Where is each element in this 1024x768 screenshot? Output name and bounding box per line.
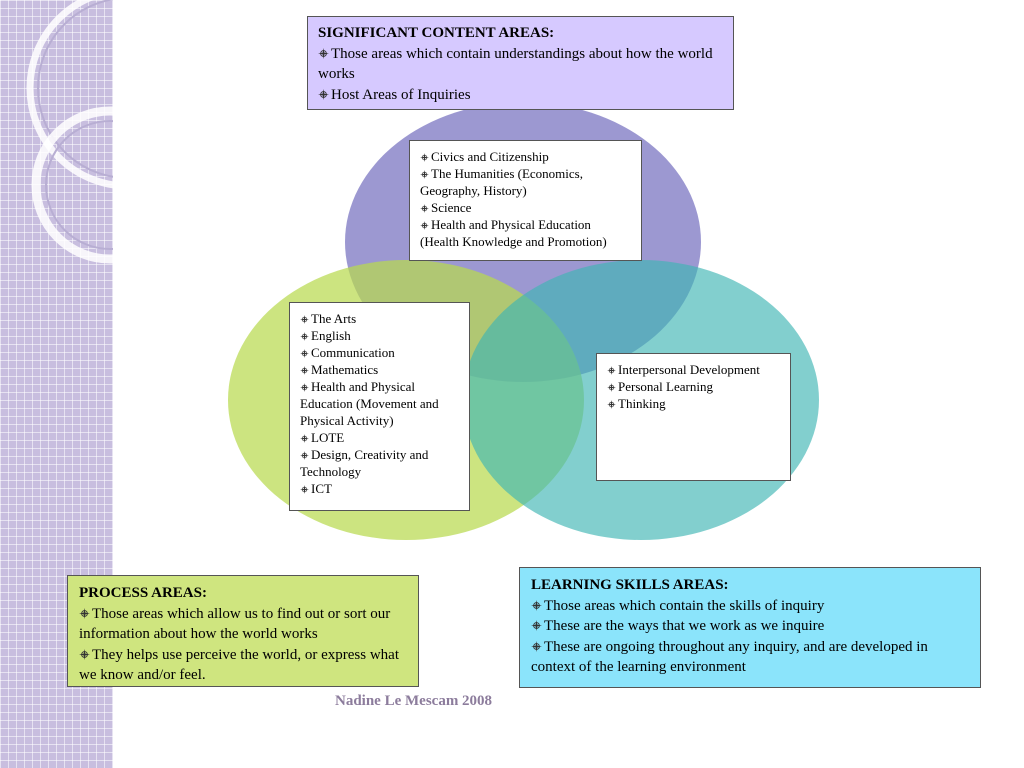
list-item-text: Those areas which allow us to find out o… — [79, 605, 391, 643]
list-item-text: Science — [431, 200, 472, 215]
list-item-text: These are ongoing throughout any inquiry… — [531, 638, 928, 676]
list-item-text: The Arts — [311, 311, 357, 326]
compass-star-icon — [300, 328, 309, 341]
decorative-rings — [26, 0, 113, 264]
list-item: Those areas which contain the skills of … — [531, 596, 969, 617]
list-item-text: Those areas which contain understandings… — [318, 45, 713, 83]
list-item: ICT — [300, 480, 459, 497]
list-item: LOTE — [300, 429, 459, 446]
compass-star-icon — [420, 200, 429, 213]
compass-star-icon — [300, 481, 309, 494]
significant-content-box: SIGNIFICANT CONTENT AREAS: Those areas w… — [307, 16, 734, 110]
compass-star-icon — [79, 646, 90, 660]
list-item: These are ongoing throughout any inquiry… — [531, 637, 969, 678]
significant-list: Those areas which contain understandings… — [318, 44, 723, 106]
list-item-text: Civics and Citizenship — [431, 149, 549, 164]
decorative-sidebar — [0, 0, 113, 768]
list-item-text: Thinking — [618, 396, 666, 411]
list-item-text: ICT — [311, 481, 332, 496]
learning-title: LEARNING SKILLS AREAS: — [531, 577, 729, 593]
list-item: Those areas which allow us to find out o… — [79, 604, 407, 645]
compass-star-icon — [607, 379, 616, 392]
compass-star-icon — [420, 149, 429, 162]
compass-star-icon — [318, 45, 329, 59]
list-item-text: Interpersonal Development — [618, 362, 760, 377]
list-item: Design, Creativity and Technology — [300, 446, 459, 480]
list-item: Those areas which contain understandings… — [318, 44, 723, 85]
list-item-text: LOTE — [311, 430, 345, 445]
compass-star-icon — [300, 430, 309, 443]
compass-star-icon — [607, 396, 616, 409]
list-item-text: Design, Creativity and Technology — [300, 447, 429, 479]
list-item: Thinking — [607, 395, 780, 412]
compass-star-icon — [300, 311, 309, 324]
list-item-text: Personal Learning — [618, 379, 713, 394]
list-item: English — [300, 327, 459, 344]
list-item-text: These are the ways that we work as we in… — [544, 618, 825, 634]
compass-star-icon — [531, 638, 542, 652]
list-item: Health and Physical Education (Movement … — [300, 378, 459, 429]
process-title: PROCESS AREAS: — [79, 585, 207, 601]
list-item: Health and Physical Education (Health Kn… — [420, 216, 631, 250]
compass-star-icon — [531, 597, 542, 611]
process-list: Those areas which allow us to find out o… — [79, 604, 407, 686]
author-credit: Nadine Le Mescam 2008 — [335, 693, 493, 709]
process-areas-box: PROCESS AREAS: Those areas which allow u… — [67, 575, 419, 687]
list-item-text: English — [311, 328, 351, 343]
list-item: The Humanities (Economics, Geography, Hi… — [420, 165, 631, 199]
compass-star-icon — [607, 362, 616, 375]
list-item-text: Health and Physical Education (Movement … — [300, 379, 439, 428]
list-item: These are the ways that we work as we in… — [531, 616, 969, 637]
list-item: Interpersonal Development — [607, 361, 780, 378]
compass-star-icon — [300, 345, 309, 358]
list-item-text: Mathematics — [311, 362, 379, 377]
compass-star-icon — [531, 617, 542, 631]
compass-star-icon — [318, 86, 329, 100]
compass-star-icon — [79, 605, 90, 619]
list-item: Personal Learning — [607, 378, 780, 395]
compass-star-icon — [420, 166, 429, 179]
compass-star-icon — [300, 379, 309, 392]
list-item-text: Communication — [311, 345, 395, 360]
list-item: Science — [420, 199, 631, 216]
list-item: The Arts — [300, 310, 459, 327]
compass-star-icon — [300, 362, 309, 375]
learning-list: Those areas which contain the skills of … — [531, 596, 969, 678]
list-item: Host Areas of Inquiries — [318, 85, 723, 106]
list-item-text: The Humanities (Economics, Geography, Hi… — [420, 166, 583, 198]
list-item: Civics and Citizenship — [420, 148, 631, 165]
list-item-text: Health and Physical Education (Health Kn… — [420, 217, 607, 249]
list-item: They helps use perceive the world, or ex… — [79, 645, 407, 686]
list-item-text: Those areas which contain the skills of … — [544, 597, 825, 614]
list-item: Communication — [300, 344, 459, 361]
significant-title: SIGNIFICANT CONTENT AREAS: — [318, 25, 555, 41]
list-item: Mathematics — [300, 361, 459, 378]
compass-star-icon — [300, 447, 309, 460]
learning-skills-box: LEARNING SKILLS AREAS: Those areas which… — [519, 567, 981, 688]
list-item-text: Host Areas of Inquiries — [331, 86, 471, 103]
compass-star-icon — [420, 217, 429, 230]
list-item-text: They helps use perceive the world, or ex… — [79, 646, 399, 684]
